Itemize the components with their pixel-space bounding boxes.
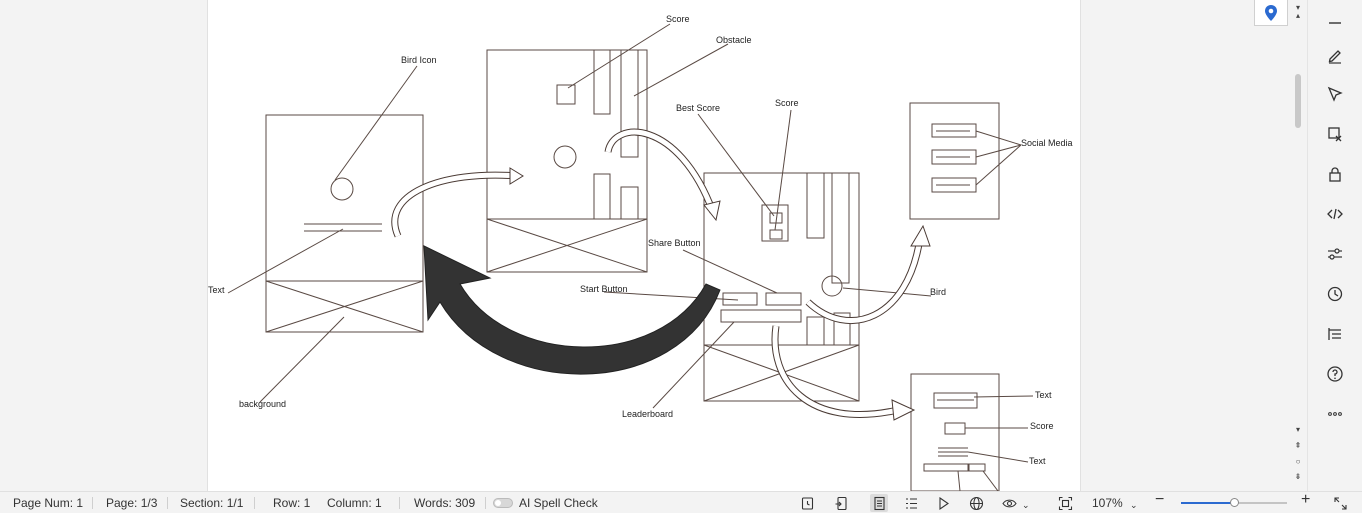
label-share-button: Share Button [648,238,701,248]
label-bird: Bird [930,287,946,297]
status-divider [92,497,93,509]
location-pin-icon [1265,4,1277,21]
scroll-down-icon[interactable]: ▾ [1295,425,1300,434]
page-view-button[interactable] [870,494,888,512]
help-icon [1327,366,1343,382]
document-page[interactable]: Bird Icon Text background Score Obstacle… [207,0,1081,491]
zoom-dropdown-chevron-icon[interactable]: ⌄ [1130,500,1138,510]
status-page-num[interactable]: Page Num: 1 [13,496,84,510]
lock-icon [1329,167,1341,182]
return-arrow [423,245,721,375]
vertical-scrollbar[interactable]: ▾ ▴ ▾ ⇞ ○ ⇟ [1290,0,1306,491]
select-pointer-icon [1327,86,1343,102]
label-text-right2: Text [1029,456,1046,466]
label-text-right1: Text [1035,390,1052,400]
status-bar: Page Num: 1 Page: 1/3 Section: 1/1 Row: … [0,491,1362,513]
screen-2-frame [486,49,648,273]
outline-view-icon [905,497,917,509]
zoom-slider-handle[interactable] [1230,498,1239,507]
label-obstacle: Obstacle [716,35,752,45]
fullscreen-icon [1333,496,1347,510]
screen-4-frame [909,102,1000,220]
scrollbar-thumb[interactable] [1295,74,1301,128]
status-column[interactable]: Column: 1 [327,496,382,510]
label-score-mid: Score [775,98,799,108]
status-page[interactable]: Page: 1/3 [106,496,158,510]
status-row[interactable]: Row: 1 [273,496,311,510]
status-divider [254,497,255,509]
clear-format-icon [1328,127,1342,142]
right-toolbar [1307,0,1362,491]
web-layout-button[interactable] [967,494,985,512]
history-button[interactable] [1321,280,1349,308]
status-section[interactable]: Section: 1/1 [180,496,244,510]
history-icon [1327,286,1343,302]
zoom-level[interactable]: 107% [1092,496,1123,510]
ai-spell-check-label: AI Spell Check [519,496,598,510]
screen-5-frame [910,373,1000,491]
location-pin-button[interactable] [1254,0,1288,26]
sliders-icon [1328,248,1342,260]
fit-page-icon [1058,496,1072,510]
next-page-icon[interactable]: ⇟ [1294,472,1302,481]
minimize-panel-button[interactable] [1321,8,1349,36]
prev-page-icon[interactable]: ⇞ [1294,441,1302,450]
label-background: background [239,399,286,409]
outline-icon [1328,328,1341,340]
status-divider [167,497,168,509]
label-start-button: Start Button [580,284,628,294]
lock-button[interactable] [1321,160,1349,188]
scroll-top-icon[interactable]: ▾ [1295,3,1300,12]
globe-icon [969,496,983,510]
fullscreen-button[interactable] [1331,494,1349,512]
play-button[interactable] [934,494,952,512]
browse-object-icon[interactable]: ○ [1295,457,1301,466]
label-leaderboard: Leaderboard [622,409,673,419]
wireframe-diagram: Bird Icon Text background Score Obstacle… [208,14,1073,491]
code-button[interactable] [1321,200,1349,228]
label-score-right: Score [1030,421,1054,431]
outline-button[interactable] [1321,320,1349,348]
eye-protection-button[interactable] [1000,494,1018,512]
label-bird-icon: Bird Icon [401,55,437,65]
clear-format-button[interactable] [1321,120,1349,148]
minimize-icon [1329,22,1341,24]
zoom-in-icon[interactable]: + [1301,491,1311,508]
fit-page-button[interactable] [1056,494,1074,512]
screen-1-background [265,280,424,333]
zoom-slider[interactable] [1181,498,1287,507]
status-divider [485,497,486,509]
select-button[interactable] [1321,80,1349,108]
eye-dropdown-chevron-icon[interactable]: ⌄ [1022,500,1030,510]
status-divider [399,497,400,509]
pen-icon [1328,50,1341,64]
label-best-score: Best Score [676,103,720,113]
eye-icon [1001,499,1017,507]
status-words[interactable]: Words: 309 [414,496,476,510]
zoom-out-icon[interactable]: − [1155,491,1165,508]
settings-sliders-button[interactable] [1321,240,1349,268]
outline-view-button[interactable] [902,494,920,512]
label-social-media: Social Media [1021,138,1073,148]
ai-spell-check-toggle[interactable] [493,498,513,508]
play-icon [938,496,949,510]
focus-mode-button[interactable] [798,494,816,512]
pen-button[interactable] [1321,41,1349,69]
more-button[interactable] [1321,400,1349,428]
scroll-up-icon[interactable]: ▴ [1295,11,1300,20]
focus-mode-icon [801,496,813,510]
label-text-left: Text [208,285,225,295]
page-view-icon [873,496,885,510]
code-icon [1327,208,1343,220]
mobile-layout-button[interactable] [832,494,850,512]
zoom-slider-fill [1181,502,1234,504]
more-icon [1328,412,1342,416]
screen-1-bird-icon [330,177,354,201]
help-button[interactable] [1321,360,1349,388]
mobile-layout-icon [835,496,847,510]
label-score-top: Score [666,14,690,24]
